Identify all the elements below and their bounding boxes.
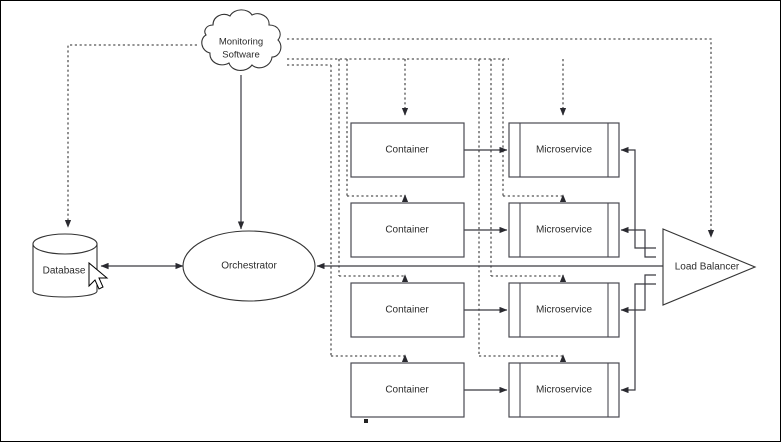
node-database[interactable]: Database (32, 233, 98, 298)
monitoring-dotted-network (64, 38, 715, 363)
microservice-label: Microservice (536, 305, 593, 316)
container-box (350, 202, 465, 258)
cylinder-top (32, 233, 98, 255)
edge-monitoring-to-microservice-3 (491, 274, 567, 283)
cloud-icon (201, 9, 282, 71)
edge-load-balancer-to-microservice-1 (620, 146, 656, 249)
edge-load-balancer-to-microservice-4 (620, 283, 656, 394)
container-box (350, 122, 465, 178)
node-microservice-3[interactable]: Microservice (508, 282, 620, 338)
container-label: Container (385, 225, 429, 236)
node-orchestrator[interactable]: Orchestrator (182, 230, 316, 302)
edge-monitoring-to-microservice-2 (503, 194, 567, 203)
node-load-balancer[interactable]: Load Balancer (662, 228, 757, 306)
microservice-box (508, 362, 620, 418)
microservice-box (508, 282, 620, 338)
monitoring-label-line2: Software (222, 50, 260, 61)
monitoring-label-line1: Monitoring (219, 37, 263, 48)
orchestrator-label: Orchestrator (221, 261, 277, 272)
edge-monitoring-to-container-3 (339, 274, 409, 283)
node-microservice-1[interactable]: Microservice (508, 122, 620, 178)
node-container-1[interactable]: Container (350, 122, 465, 178)
container-box (350, 362, 465, 418)
node-container-2[interactable]: Container (350, 202, 465, 258)
microservice-label: Microservice (536, 385, 593, 396)
edge-monitoring-to-container-4 (331, 354, 409, 363)
edge-monitoring-to-container-2 (347, 194, 409, 203)
edge-monitoring-bus-top (287, 38, 712, 219)
load-balancer-label: Load Balancer (675, 262, 740, 273)
container-label: Container (385, 305, 429, 316)
database-label: Database (43, 266, 86, 277)
node-container-3[interactable]: Container (350, 282, 465, 338)
edge-load-balancer-to-microservice-2 (620, 226, 656, 258)
node-container-4[interactable]: Container (350, 362, 465, 418)
triangle-shape (662, 228, 757, 306)
microservice-box (508, 122, 620, 178)
microservice-label: Microservice (536, 145, 593, 156)
artifact-dot (364, 419, 368, 423)
edge-load-balancer-to-microservice-3 (620, 274, 656, 314)
container-label: Container (385, 145, 429, 156)
solid-edges (100, 75, 663, 394)
container-label: Container (385, 385, 429, 396)
node-monitoring-software[interactable]: Monitoring Software (201, 9, 282, 71)
microservice-box (508, 202, 620, 258)
mouse-cursor (88, 261, 109, 290)
node-microservice-4[interactable]: Microservice (508, 362, 620, 418)
edge-monitoring-to-microservice-4 (479, 354, 567, 363)
container-box (350, 282, 465, 338)
microservice-label: Microservice (536, 225, 593, 236)
cylinder-body (32, 243, 98, 298)
node-microservice-2[interactable]: Microservice (508, 202, 620, 258)
orchestrator-ellipse (182, 230, 316, 302)
edge-monitoring-to-database (64, 44, 197, 228)
